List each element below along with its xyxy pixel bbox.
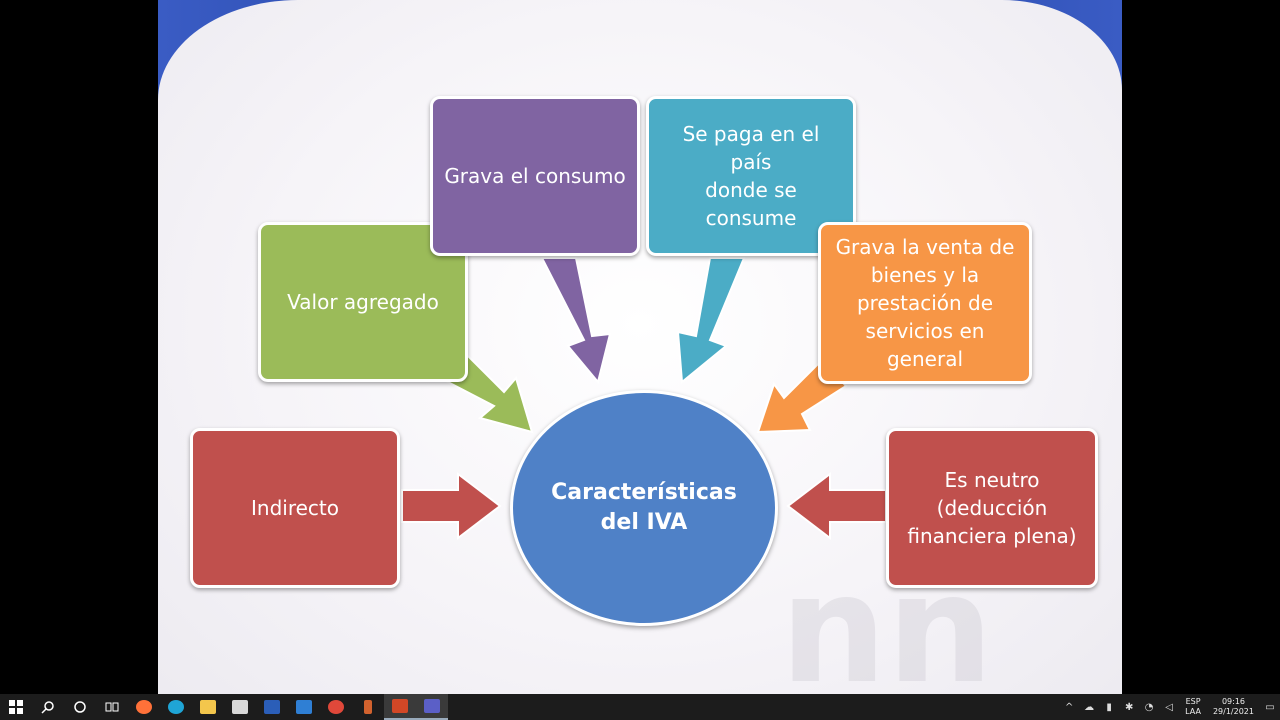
- word-icon[interactable]: [256, 694, 288, 720]
- box-grava-consumo: Grava el consumo: [430, 96, 640, 256]
- box-indirecto: Indirecto: [190, 428, 400, 588]
- windows-start-icon[interactable]: [0, 694, 32, 720]
- wifi-icon[interactable]: ◔: [1144, 701, 1154, 713]
- task-view-icon[interactable]: [96, 694, 128, 720]
- presentation-slide: nn Indirecto Valor agregado Grava el con…: [158, 0, 1122, 694]
- arrow-grava-consumo: [540, 257, 612, 385]
- arrow-se-paga: [676, 257, 746, 384]
- onedrive-icon[interactable]: ☁: [1084, 701, 1095, 713]
- box-grava-venta: Grava la venta de bienes y la prestación…: [818, 222, 1032, 384]
- clock[interactable]: 09:16 29/1/2021: [1212, 697, 1254, 716]
- search-icon[interactable]: [32, 694, 64, 720]
- arrow-indirecto: [401, 471, 502, 541]
- windows-taskbar: ^ ☁ ▮ ✱ ◔ ◁ ESP LAA 09:16 29/1/2021 ▭: [0, 694, 1280, 720]
- store-icon[interactable]: [224, 694, 256, 720]
- mail-icon[interactable]: [288, 694, 320, 720]
- powerpoint-icon[interactable]: [384, 694, 416, 720]
- volume-icon[interactable]: ◁: [1165, 701, 1173, 713]
- bluetooth-icon[interactable]: ✱: [1124, 701, 1134, 713]
- center-circle: Características del IVA: [510, 390, 778, 626]
- battery-icon[interactable]: ▮: [1106, 701, 1112, 713]
- notification-icon[interactable]: ▭: [1265, 701, 1275, 713]
- language-indicator[interactable]: ESP LAA: [1185, 697, 1201, 716]
- cortana-icon[interactable]: [64, 694, 96, 720]
- chrome-icon[interactable]: [320, 694, 352, 720]
- chevron-up-icon[interactable]: ^: [1064, 701, 1074, 713]
- teams-icon[interactable]: [416, 694, 448, 720]
- firefox-icon[interactable]: [128, 694, 160, 720]
- box-es-neutro: Es neutro (deducción financiera plena): [886, 428, 1098, 588]
- system-tray: ^ ☁ ▮ ✱ ◔ ◁ ESP LAA 09:16 29/1/2021 ▭: [1059, 694, 1280, 720]
- center-title: Características del IVA: [551, 480, 737, 535]
- file-explorer-icon[interactable]: [192, 694, 224, 720]
- arrow-es-neutro: [786, 471, 887, 541]
- edge-icon[interactable]: [160, 694, 192, 720]
- app-icon[interactable]: [352, 694, 384, 720]
